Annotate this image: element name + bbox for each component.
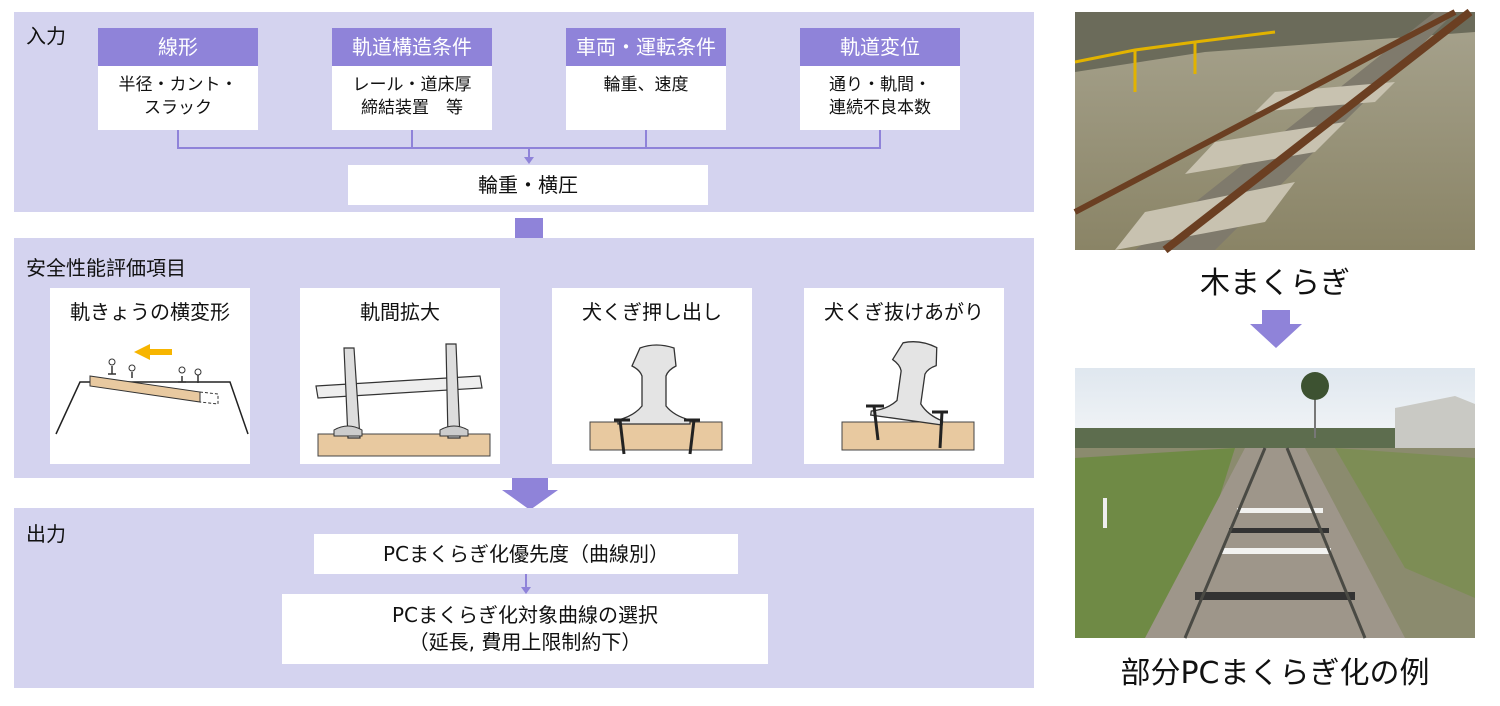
track-lateral-deformation-icon	[55, 344, 249, 435]
wheel-load-lateral-force-box: 輪重・横圧	[348, 165, 708, 205]
input-box-header: 車両・運転条件	[566, 28, 726, 66]
wheel-load-lateral-force-label: 輪重・横圧	[478, 173, 578, 197]
spike-pull-up-icon	[841, 341, 975, 451]
down-arrow-photos	[1250, 310, 1302, 348]
output-connector-arrow	[521, 574, 531, 594]
priority-label: PCまくらぎ化優先度（曲線別）	[382, 542, 670, 566]
eval-item-spike-pull-up: 犬くぎ抜けあがり	[804, 288, 1004, 464]
selection-line1: PCまくらぎ化対象曲線の選択	[391, 603, 659, 627]
evaluation-panel-title: 安全性能評価項目	[26, 256, 186, 280]
gauge-widening-icon	[315, 343, 491, 457]
panel-connector-block	[515, 218, 543, 238]
wooden-sleeper-photo	[1073, 8, 1475, 254]
input-box-header: 軌道変位	[800, 28, 960, 66]
wooden-sleeper-caption: 木まくらぎ	[1200, 266, 1350, 301]
input-box-track-structure: 軌道構造条件 レール・道床厚 締結装置 等	[332, 28, 492, 130]
input-box-header: 線形	[98, 28, 258, 66]
input-box-body: レール・道床厚 締結装置 等	[352, 75, 472, 118]
eval-item-label: 軌間拡大	[360, 300, 440, 324]
eval-item-label: 犬くぎ抜けあがり	[824, 300, 984, 324]
eval-item-label: 犬くぎ押し出し	[582, 300, 722, 324]
input-box-body: 半径・カント・ スラック	[118, 75, 238, 118]
input-box-header: 軌道構造条件	[332, 28, 492, 66]
selection-line2: （延長, 費用上限制約下）	[408, 630, 642, 654]
partial-pc-sleeper-photo	[1075, 368, 1475, 639]
input-box-track-irregularity: 軌道変位 通り・軌間・ 連続不良本数	[800, 28, 960, 130]
down-arrow-to-output	[502, 478, 558, 510]
partial-pc-sleeper-caption: 部分PCまくらぎ化の例	[1120, 656, 1430, 691]
input-panel-title: 入力	[26, 24, 66, 48]
priority-box: PCまくらぎ化優先度（曲線別）	[314, 534, 738, 574]
input-box-body: 通り・軌間・ 連続不良本数	[829, 75, 931, 118]
eval-item-track-deformation: 軌きょうの横変形	[50, 288, 250, 464]
selection-box: PCまくらぎ化対象曲線の選択 （延長, 費用上限制約下）	[282, 594, 768, 664]
eval-item-label: 軌きょうの横変形	[70, 300, 230, 324]
eval-item-spike-push-out: 犬くぎ押し出し	[552, 288, 752, 464]
input-box-body: 輪重、速度	[603, 75, 689, 95]
input-box-alignment: 線形 半径・カント・ スラック	[98, 28, 258, 130]
input-box-vehicle-operation: 車両・運転条件 輪重、速度	[566, 28, 726, 130]
eval-item-gauge-widening: 軌間拡大	[300, 288, 500, 464]
output-panel-title: 出力	[26, 522, 66, 546]
spike-push-out-icon	[589, 344, 723, 455]
